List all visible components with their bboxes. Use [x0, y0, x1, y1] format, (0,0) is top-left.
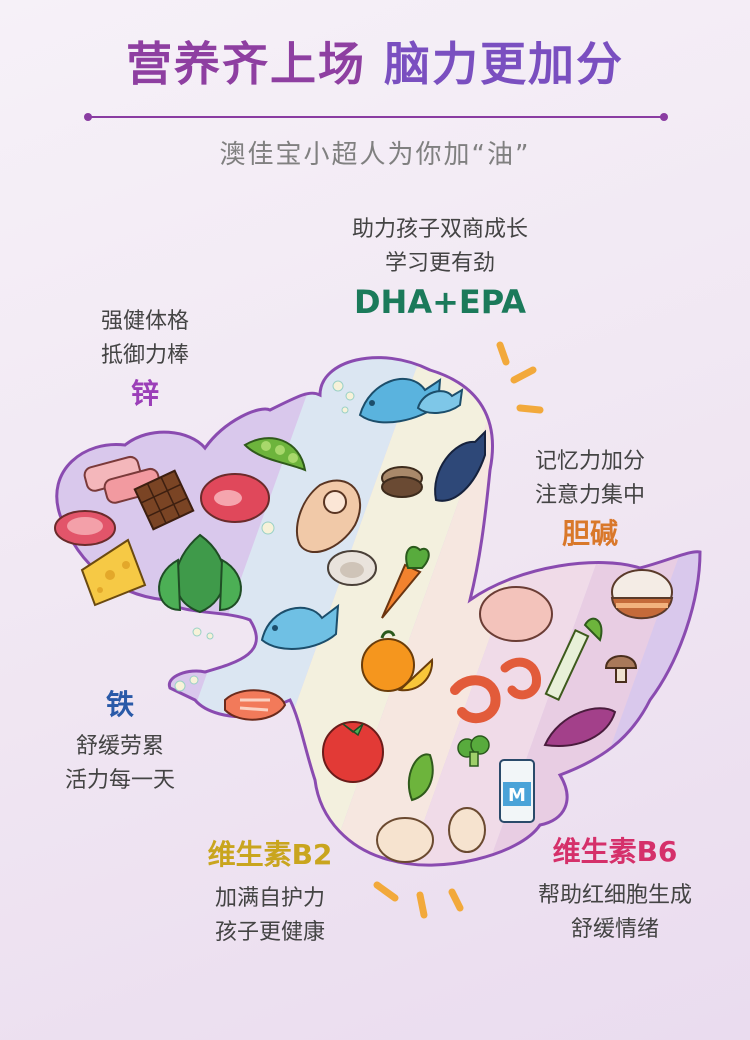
iron-name: 铁: [105, 688, 134, 721]
vitamin-b2-desc-1: 加满自护力: [214, 886, 325, 911]
dha-desc-1: 助力孩子双商成长: [351, 217, 528, 242]
tomato-icon: [322, 721, 384, 783]
chocolate-icon: [133, 469, 195, 531]
salmon-icon: [224, 689, 287, 721]
choline-label: 记忆力加分 注意力集中 胆碱: [515, 445, 665, 551]
iron-desc-1: 舒缓劳累: [75, 734, 164, 759]
vitamin-b6-desc-1: 帮助红细胞生成: [537, 883, 692, 908]
choline-name: 胆碱: [561, 517, 618, 550]
pea-pod-icon-small: [407, 753, 434, 802]
vitamin-b6-label: 维生素B6 帮助红细胞生成 舒缓情绪: [505, 835, 725, 947]
vitamin-b6-name: 维生素B6: [552, 835, 678, 868]
zinc-desc-1: 强健体格: [100, 309, 189, 334]
fish-icon-blue: [260, 603, 340, 650]
mushroom-icon: [604, 655, 638, 683]
dha-name: DHA+EPA: [353, 283, 527, 321]
carrot-icon: [381, 545, 430, 619]
choline-desc-2: 注意力集中: [534, 483, 645, 508]
choline-desc-1: 记忆力加分: [534, 449, 645, 474]
eggs-icon: [376, 807, 486, 863]
fish-icon-small: [416, 388, 464, 414]
milk-carton-label: M: [508, 785, 526, 806]
iron-desc-2: 活力每一天: [64, 768, 175, 793]
shrimp-icon: [450, 657, 541, 724]
title-part-1: 营养齐上场: [125, 37, 366, 91]
mussel-icon: [381, 466, 423, 498]
oyster-icon: [327, 550, 377, 586]
title-part-2: 脑力更加分: [384, 37, 624, 91]
zinc-desc-2: 抵御力棒: [100, 343, 189, 368]
vitamin-b2-name: 维生素B2: [207, 838, 333, 871]
motion-lines-top: [496, 341, 544, 414]
spinach-icon: [158, 533, 242, 614]
tuna-icon: [434, 429, 486, 502]
orange-icon: [361, 630, 434, 692]
ham-icon: [295, 479, 361, 554]
beef-icon: [200, 473, 270, 523]
page-title: 营养齐上场 脑力更加分: [0, 28, 750, 94]
vitamin-b2-label: 维生素B2 加满自护力 孩子更健康: [185, 838, 355, 950]
fish-icon-large: [358, 377, 442, 424]
vitamin-b6-desc-2: 舒缓情绪: [570, 917, 659, 942]
vitamin-b2-desc-2: 孩子更健康: [214, 920, 325, 945]
milk-carton-icon: M: [499, 759, 535, 823]
zinc-label: 强健体格 抵御力棒 锌: [70, 305, 220, 411]
motion-lines-bottom: [373, 881, 464, 919]
sweet-potato-icon: [543, 707, 617, 747]
leek-icon: [544, 617, 603, 702]
cheese-icon: [80, 538, 147, 607]
dha-label: 助力孩子双商成长 学习更有劲 DHA+EPA: [330, 213, 550, 319]
rice-bowl-icon: [610, 569, 674, 620]
pea-pod-icon: [243, 437, 307, 472]
title-divider: [84, 113, 668, 121]
dha-desc-2: 学习更有劲: [384, 251, 495, 276]
steak-icon: [54, 510, 116, 546]
chicken-breast-icon: [479, 586, 553, 642]
iron-label: 铁 舒缓劳累 活力每一天: [45, 688, 195, 798]
broccoli-icon: [457, 735, 490, 767]
page-subtitle: 澳佳宝小超人为你加“油”: [219, 140, 531, 170]
zinc-name: 锌: [130, 377, 159, 410]
